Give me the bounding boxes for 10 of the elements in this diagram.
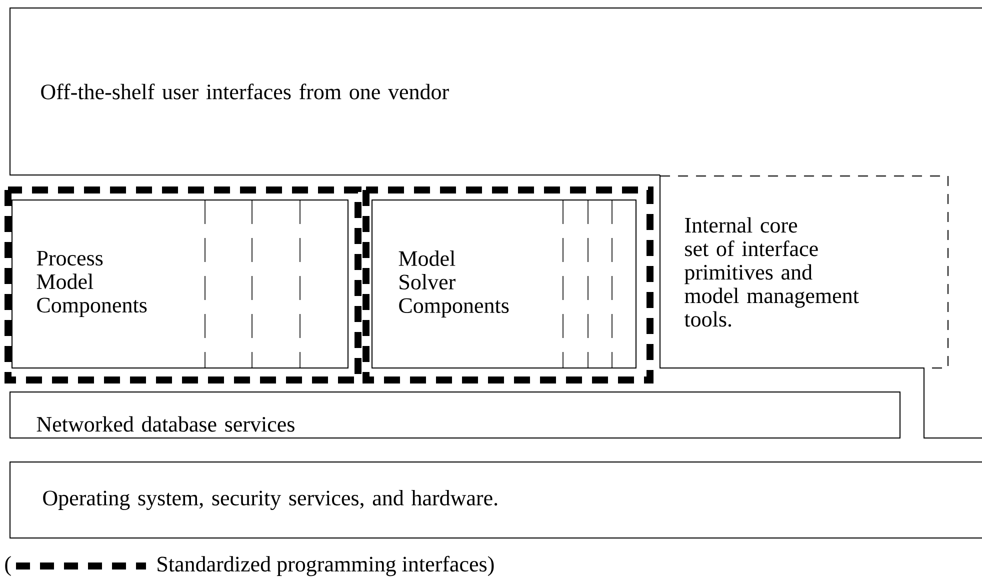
layer-box: Operating system, security services, and hardware. bbox=[10, 462, 982, 538]
interface-boundary bbox=[4, 186, 362, 384]
interface-boundary bbox=[362, 186, 654, 384]
component-box: Process Model Components bbox=[12, 200, 348, 368]
layer-box: Off-the-shelf user interfaces from one vendor bbox=[10, 8, 982, 176]
legend-text: Standardized programming interfaces) bbox=[158, 556, 494, 576]
layer-box: Networked database services bbox=[10, 392, 900, 438]
core-box: Internal core set of interface primitives and model management tools. bbox=[660, 176, 948, 368]
parenthesis: ( bbox=[5, 556, 11, 576]
component-box: Model Solver Components bbox=[372, 200, 636, 368]
